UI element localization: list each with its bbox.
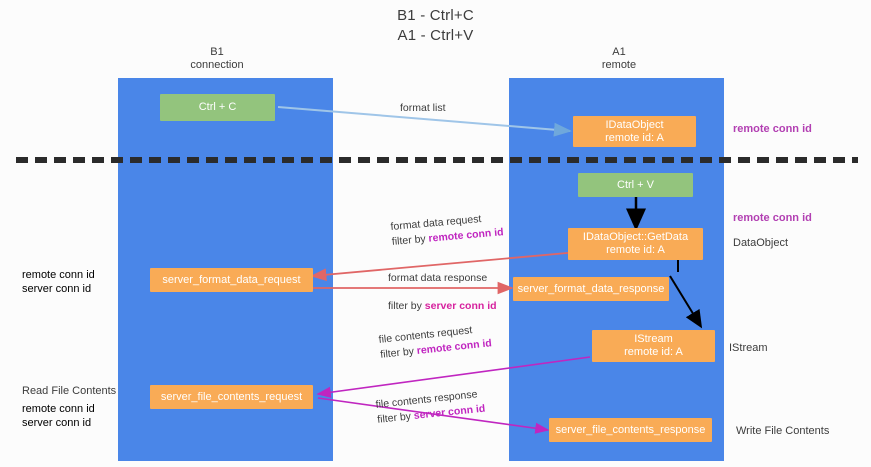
box-ctrl-v-label: Ctrl + V: [617, 178, 654, 191]
annotation-left-server-conn-id-2: server conn id: [22, 417, 92, 429]
box-server-format-data-request[interactable]: server_format_data_request: [150, 268, 313, 292]
filter-prefix: filter by: [391, 232, 430, 248]
box-idataobject-line2: remote id: A: [605, 131, 664, 144]
edge-label-format-list-text: format list: [400, 102, 446, 114]
title-line-2: A1 - Ctrl+V: [397, 27, 474, 44]
column-header-a1: A1 remote: [539, 46, 699, 72]
column-header-a1-name: A1: [612, 46, 626, 58]
edge-label-format-data-response-line1: format data response: [388, 272, 488, 284]
box-server-file-contents-request-label: server_file_contents_request: [160, 390, 303, 403]
annotation-istream: IStream: [729, 341, 768, 355]
annotation-dataobject-text: DataObject: [733, 237, 789, 249]
annotation-left-remote-conn-id: remote conn id: [22, 269, 95, 281]
annotation-istream-text: IStream: [729, 342, 768, 354]
filter-key-server-conn-id: server conn id: [424, 300, 497, 312]
annotation-remote-conn-id-top: remote conn id: [733, 122, 812, 136]
box-server-format-data-response-label: server_format_data_response: [517, 282, 665, 295]
box-ctrl-c[interactable]: Ctrl + C: [160, 94, 275, 121]
box-server-file-contents-response-label: server_file_contents_response: [555, 423, 706, 436]
filter-prefix: filter by: [379, 345, 418, 361]
annotation-dataobject: DataObject: [733, 236, 788, 250]
filter-prefix: filter by: [388, 300, 425, 312]
box-istream[interactable]: IStream remote id: A: [592, 330, 715, 362]
annotation-remote-conn-id-mid: remote conn id: [733, 211, 812, 225]
annotation-write-file-contents: Write File Contents: [736, 424, 829, 438]
box-server-file-contents-request[interactable]: server_file_contents_request: [150, 385, 313, 409]
edge-label-file-contents-response: file contents response filter by server …: [375, 387, 486, 428]
edge-label-format-data-response-filter: filter by server conn id: [388, 299, 497, 314]
box-idataobject-line1: IDataObject: [605, 118, 664, 131]
edge-label-format-data-request: format data request filter by remote con…: [390, 210, 504, 250]
box-idataobject-getdata[interactable]: IDataObject::GetData remote id: A: [568, 228, 703, 260]
box-istream-line1: IStream: [634, 333, 673, 345]
box-getdata-line2: remote id: A: [606, 244, 665, 256]
box-server-format-data-request-label: server_format_data_request: [162, 273, 301, 286]
box-server-file-contents-response[interactable]: server_file_contents_response: [549, 418, 712, 442]
annotation-remote-conn-id-top-text: remote conn id: [733, 123, 812, 135]
box-ctrl-c-label: Ctrl + C: [198, 101, 237, 113]
box-server-format-data-response[interactable]: server_format_data_response: [513, 277, 669, 301]
column-header-b1-name: B1: [210, 46, 224, 58]
annotation-write-file-contents-text: Write File Contents: [736, 425, 830, 437]
annotation-left-remote-conn-id-2: remote conn id: [22, 403, 95, 415]
box-getdata-line1: IDataObject::GetData: [582, 231, 689, 243]
page-title: B1 - Ctrl+C A1 - Ctrl+V: [0, 6, 871, 46]
annotation-left-conn-ids-bottom: remote conn id server conn id: [22, 402, 95, 430]
annotation-remote-conn-id-mid-text: remote conn id: [733, 212, 812, 224]
edge-label-file-contents-request: file contents request filter by remote c…: [378, 321, 493, 363]
box-istream-line2: remote id: A: [624, 346, 683, 358]
column-header-a1-sub: remote: [601, 59, 637, 71]
title-line-1: B1 - Ctrl+C: [397, 7, 474, 24]
column-header-b1-sub: connection: [190, 59, 244, 71]
edge-label-format-list: format list: [400, 101, 446, 116]
annotation-left-server-conn-id: server conn id: [22, 283, 92, 295]
annotation-read-file-contents: Read File Contents: [22, 384, 116, 398]
filter-prefix: filter by: [376, 410, 415, 426]
annotation-read-file-contents-text: Read File Contents: [22, 385, 117, 397]
box-idataobject[interactable]: IDataObject remote id: A: [573, 116, 696, 147]
annotation-left-conn-ids-top: remote conn id server conn id: [22, 268, 95, 296]
box-ctrl-v[interactable]: Ctrl + V: [578, 173, 693, 197]
column-header-b1: B1 connection: [137, 46, 297, 72]
edge-label-format-data-response: format data response filter by server co…: [388, 271, 497, 314]
